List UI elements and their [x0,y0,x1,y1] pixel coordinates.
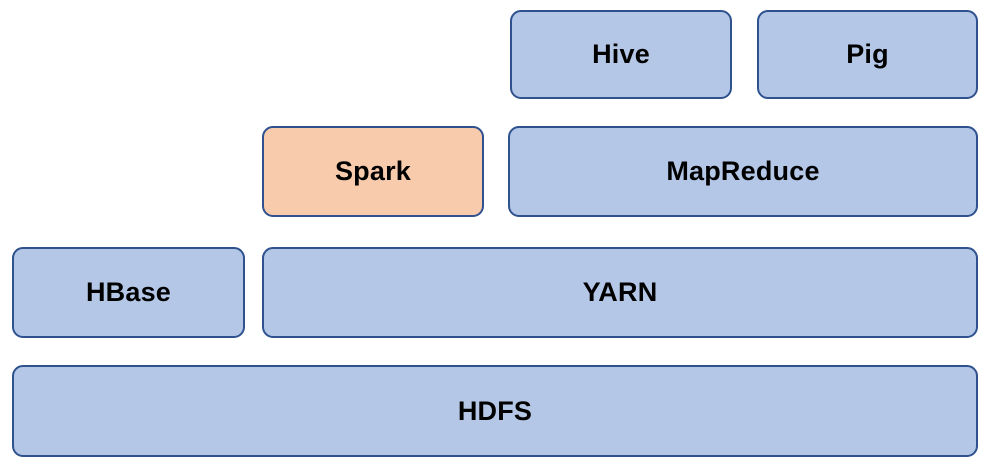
box-spark-label: Spark [334,156,412,186]
box-yarn-label: YARN [582,277,658,307]
box-hbase-label: HBase [85,277,172,307]
box-hdfs: HDFS [12,365,978,457]
box-yarn: YARN [262,247,978,338]
box-hive-label: Hive [592,39,650,69]
box-hive: Hive [510,10,732,99]
box-mapreduce-label: MapReduce [666,156,820,186]
box-hbase: HBase [12,247,245,338]
box-mapreduce: MapReduce [508,126,978,217]
box-pig-label: Pig [846,39,889,69]
box-pig: Pig [757,10,978,99]
box-spark: Spark [262,126,484,217]
box-hdfs-label: HDFS [457,395,533,426]
